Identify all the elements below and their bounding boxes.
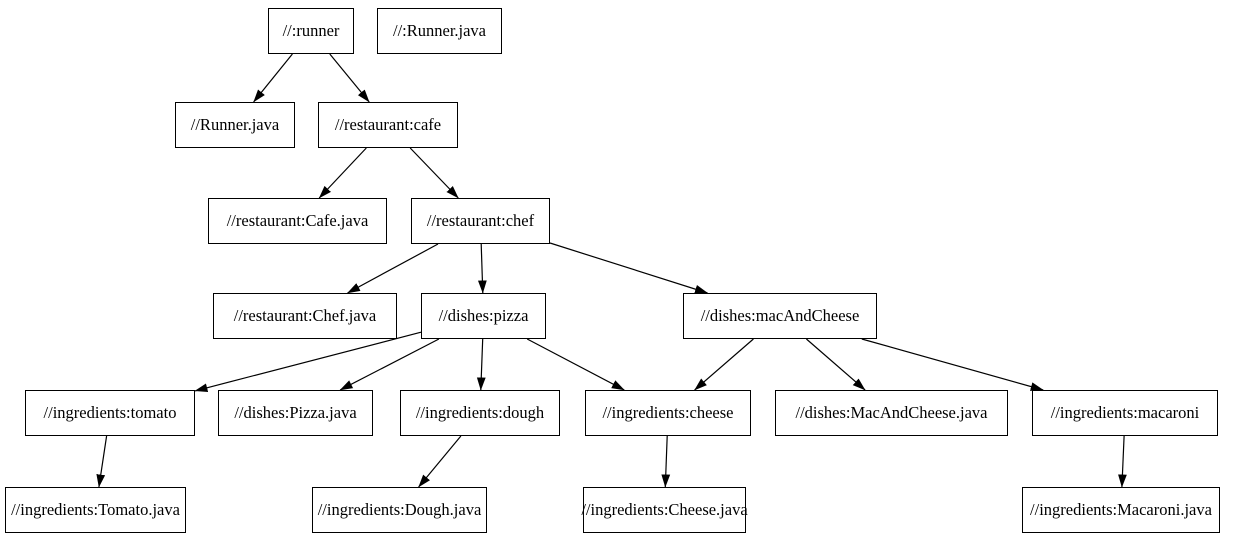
graph-edge-runner-to-cafe — [329, 53, 370, 103]
graph-node-cheese: //ingredients:cheese — [585, 390, 751, 436]
graph-edge-macandcheese-to-cheese — [694, 338, 754, 391]
graph-node-macaroni-java: //ingredients:Macaroni.java — [1022, 487, 1220, 533]
graph-edge-cheese-to-cheese-java — [661, 435, 671, 488]
graph-edge-dough-to-dough-java — [418, 435, 462, 488]
graph-edge-chef-to-chef-java — [347, 243, 439, 294]
graph-node-macaroni: //ingredients:macaroni — [1032, 390, 1218, 436]
graph-edge-chef-to-macandcheese — [549, 242, 708, 294]
graph-node-runner: //:runner — [268, 8, 354, 54]
graph-edge-macandcheese-to-macandcheese-java — [806, 338, 866, 391]
graph-node-dough-java: //ingredients:Dough.java — [312, 487, 487, 533]
graph-node-cafe-java: //restaurant:Cafe.java — [208, 198, 387, 244]
graph-node-dough: //ingredients:dough — [400, 390, 560, 436]
graph-node-cafe: //restaurant:cafe — [318, 102, 458, 148]
graph-edge-pizza-to-tomato — [194, 331, 422, 393]
graph-edge-tomato-to-tomato-java — [96, 435, 108, 488]
graph-edge-macaroni-to-macaroni-java — [1118, 435, 1127, 488]
graph-edge-chef-to-pizza — [477, 243, 487, 294]
graph-edge-cafe-to-cafe-java — [318, 147, 367, 199]
graph-node-pizza: //dishes:pizza — [421, 293, 546, 339]
graph-edge-pizza-to-cheese — [526, 338, 625, 391]
graph-node-pizza-java: //dishes:Pizza.java — [218, 390, 373, 436]
graph-node-tomato-java: //ingredients:Tomato.java — [5, 487, 186, 533]
graph-edge-macandcheese-to-macaroni — [861, 338, 1044, 391]
graph-node-chef-java: //restaurant:Chef.java — [213, 293, 397, 339]
graph-edge-pizza-to-dough — [476, 338, 486, 391]
graph-node-macandcheese: //dishes:macAndCheese — [683, 293, 877, 339]
graph-node-chef: //restaurant:chef — [411, 198, 550, 244]
graph-node-runner-java-root: //:Runner.java — [377, 8, 502, 54]
graph-node-macandcheese-java: //dishes:MacAndCheese.java — [775, 390, 1008, 436]
graph-node-cheese-java: //ingredients:Cheese.java — [581, 487, 748, 533]
graph-node-runner-java: //Runner.java — [175, 102, 295, 148]
graph-edge-runner-to-runner-java — [253, 53, 293, 103]
graph-edge-cafe-to-chef — [409, 147, 459, 199]
graph-node-tomato: //ingredients:tomato — [25, 390, 195, 436]
graph-edge-pizza-to-pizza-java — [339, 338, 440, 391]
